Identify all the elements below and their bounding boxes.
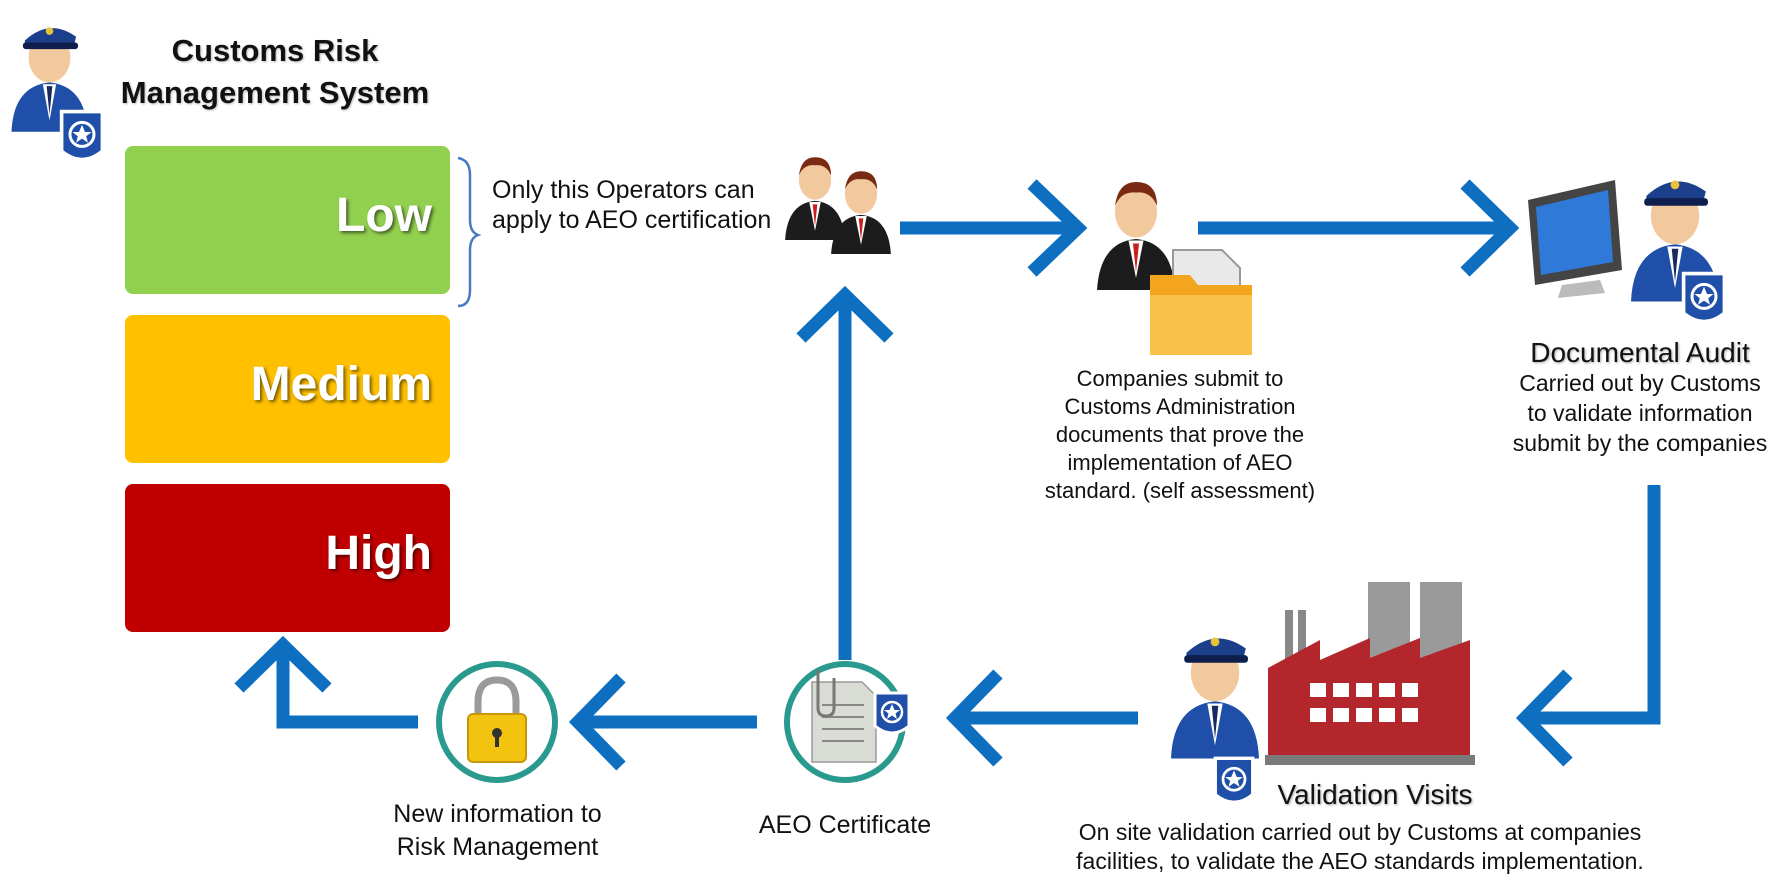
customs-badge-icon	[873, 691, 911, 735]
visits-step-line: On site validation carried out by Custom…	[1078, 819, 1642, 845]
submit-step-line: Companies submit to	[1076, 366, 1284, 391]
factory-windows	[1310, 683, 1418, 722]
customs-badge-icon	[1213, 756, 1255, 804]
arrow-visits-to-certificate-head	[945, 669, 1003, 767]
audit-step-line: submit by the companies	[1512, 430, 1768, 456]
info-label-line-2: Risk Management	[396, 833, 599, 861]
customs-officer-icon	[1171, 637, 1259, 804]
arrow-audit-to-visits	[1525, 485, 1661, 725]
certificate-icon	[784, 661, 911, 783]
risk-level-label: Medium	[250, 358, 432, 411]
bracket	[457, 156, 482, 308]
customs-officer-icon	[11, 27, 105, 162]
audit-step-line: Carried out by Customs	[1519, 370, 1761, 396]
risk-level-label: Low	[336, 189, 432, 242]
business-people-icon	[785, 157, 891, 254]
submit-step-line: standard. (self assessment)	[1044, 478, 1316, 503]
arrow-submit-to-audit-head	[1460, 179, 1520, 277]
arrow-certificate-to-operators-head	[796, 285, 894, 343]
title-line-1: Customs Risk	[171, 33, 379, 68]
customs-badge-icon	[59, 109, 105, 162]
submit-step-line: documents that prove the	[1055, 422, 1305, 447]
certificate-label: AEO Certificate	[758, 811, 932, 839]
risk-level-low: Low	[125, 146, 450, 294]
operators-note-line-1: Only this Operators can	[492, 176, 755, 204]
visits-step-title: Validation Visits	[1277, 779, 1473, 810]
document-folder-icon	[1150, 249, 1252, 355]
arrow-certificate-to-info-head	[568, 673, 626, 771]
operators-note: Only this Operators can apply to AEO cer…	[492, 175, 771, 235]
arrow-info-to-risk	[276, 645, 418, 729]
submit-step-line: implementation of AEO	[1067, 450, 1293, 475]
risk-level-medium: Medium	[125, 315, 450, 463]
arrow-info-to-risk-head	[234, 635, 332, 693]
visits-step-line: facilities, to validate the AEO standard…	[1076, 848, 1644, 874]
customs-badge-icon	[1681, 271, 1727, 324]
risk-level-label: High	[325, 527, 432, 580]
info-label-line-1: New information to	[393, 800, 602, 828]
padlock-icon	[436, 661, 558, 783]
arrow-audit-to-visits-head	[1515, 669, 1573, 767]
submit-step-line: Customs Administration	[1064, 394, 1296, 419]
customs-officer-icon	[1631, 180, 1727, 324]
flow-arrows	[234, 179, 1661, 771]
visits-step-text: On site validation carried out by Custom…	[1060, 818, 1660, 876]
audit-step-title: Documental Audit	[1530, 337, 1750, 368]
computer-monitor-icon	[1528, 180, 1622, 298]
factory-icon	[1265, 582, 1475, 765]
audit-step-text: Documental Audit Carried out by Customs …	[1500, 338, 1780, 458]
arrow-operators-to-submit-head	[1027, 179, 1088, 277]
info-label: New information to Risk Management	[360, 798, 635, 864]
risk-level-high: High	[125, 484, 450, 632]
page-title: Customs Risk Management System	[110, 30, 440, 114]
audit-step-line: to validate information	[1527, 400, 1753, 426]
business-people-icon	[1097, 182, 1175, 290]
operators-note-line-2: apply to AEO certification	[492, 206, 772, 234]
submit-step-text: Companies submit to Customs Administrati…	[1030, 365, 1330, 505]
title-line-2: Management System	[120, 75, 430, 110]
